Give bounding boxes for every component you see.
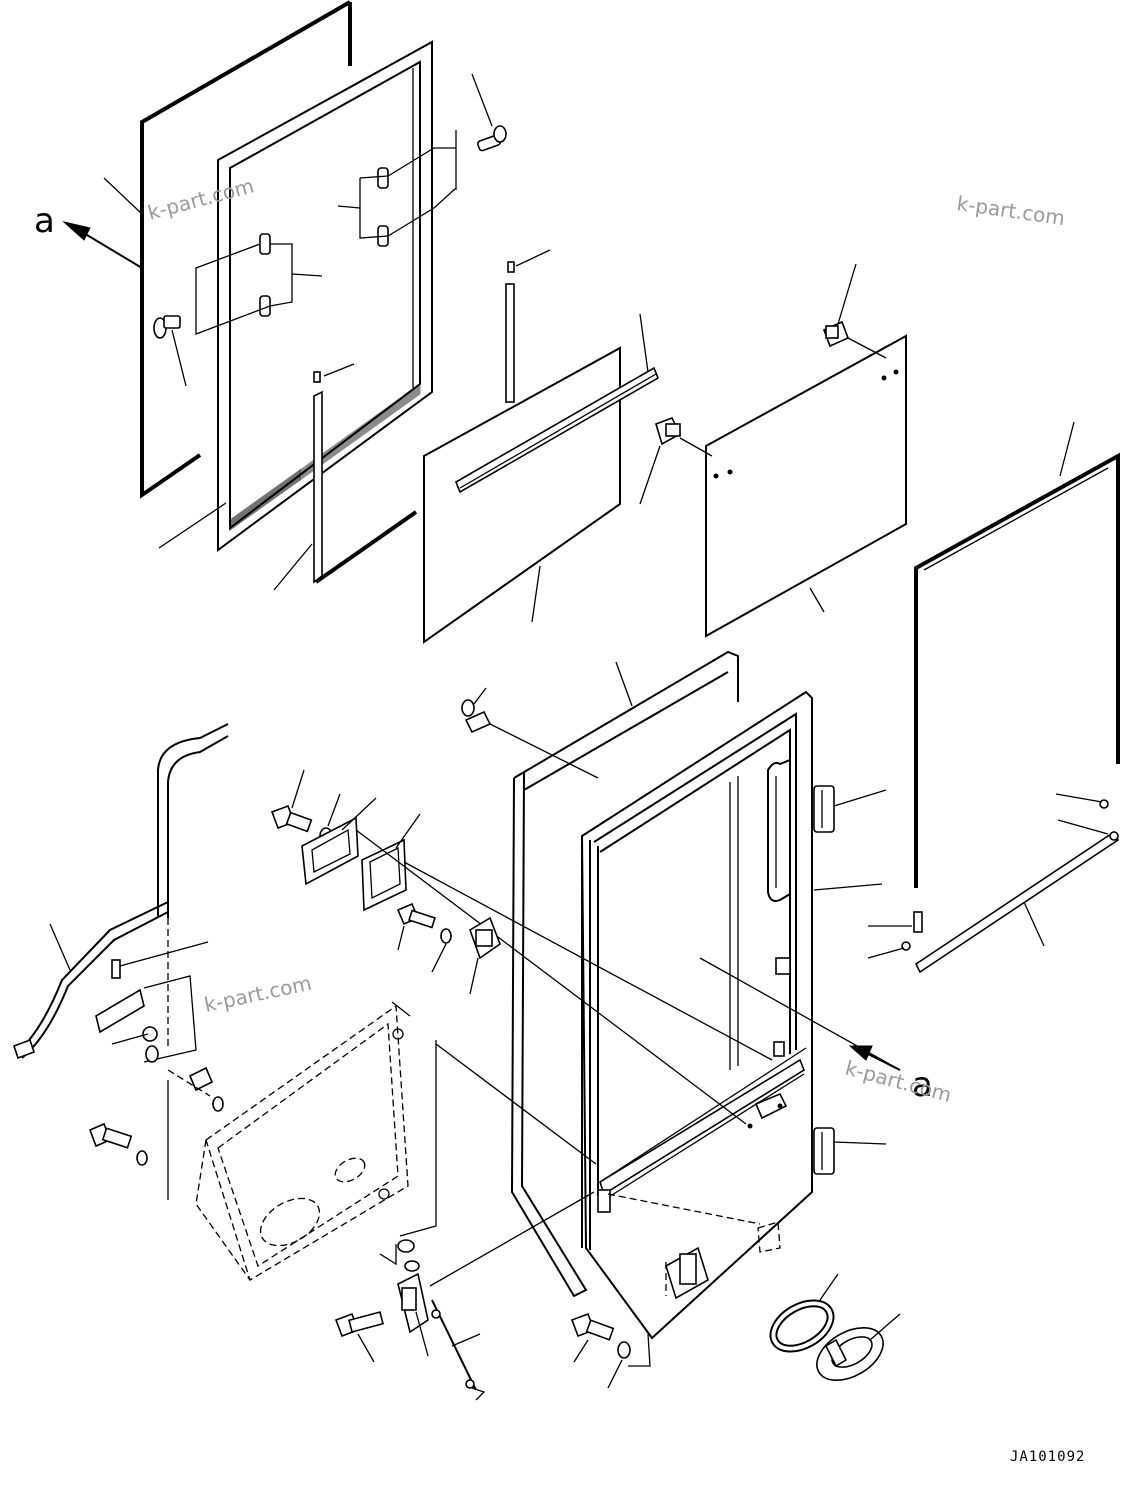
gasket-plate — [301, 797, 377, 886]
sliding-glass-panel — [423, 313, 660, 644]
frame-screw-top — [471, 73, 507, 152]
view-arrow-a-bottom — [848, 1045, 901, 1071]
door-bolt-bottom — [570, 1312, 651, 1389]
view-line — [429, 1191, 595, 1287]
door-latch-striker — [747, 1092, 788, 1129]
bottom-seal-strip — [914, 830, 1120, 974]
view-line — [435, 1043, 597, 1165]
view-line — [403, 861, 773, 1061]
striker-plate — [361, 813, 421, 912]
vertical-seal-strip — [505, 249, 551, 403]
door-stopper-rubber — [469, 916, 501, 995]
leader — [103, 177, 143, 215]
watermark: k-part.com — [955, 191, 1066, 230]
frame-screw-left — [153, 315, 187, 387]
door-lock-mechanism — [379, 1239, 429, 1357]
view-ref-label-bottom: a — [912, 1065, 933, 1105]
outside-handle-gasket — [769, 1273, 839, 1353]
door-grab-handle — [767, 758, 791, 902]
watermark: k-part.com — [843, 1056, 954, 1107]
glass-latch — [639, 416, 713, 505]
door-lock-mount-plate — [195, 1001, 411, 1281]
view-line — [399, 1040, 437, 1237]
watermark: k-part.com — [145, 173, 256, 224]
door-lock-bracket — [665, 1246, 709, 1300]
door-stopper — [773, 957, 791, 1057]
small-cap-screw — [461, 687, 599, 779]
view-ref-label-top: a — [34, 201, 55, 241]
lower-bracket-hardware — [88, 1066, 224, 1200]
rod-bracket — [95, 941, 209, 1063]
leader — [813, 883, 883, 891]
bolt-with-washer-mid — [396, 902, 452, 973]
glass-seal-small — [273, 363, 418, 591]
frame-clips — [195, 130, 457, 335]
door-bottom-clip — [597, 1189, 781, 1253]
door-panel — [580, 690, 813, 1340]
leader — [158, 502, 227, 549]
top-glass-clip — [822, 263, 887, 359]
door-rod-assembly — [12, 723, 229, 1060]
hinge-upper — [813, 785, 887, 833]
watermark: k-part.com — [202, 971, 314, 1017]
window-frame — [217, 40, 433, 552]
drawing-number: JA101092 — [1010, 1449, 1085, 1465]
view-arrow-a-top — [62, 221, 143, 269]
outside-door-handle — [816, 1313, 901, 1382]
lock-rod — [431, 1299, 486, 1401]
lock-bolt — [334, 1311, 384, 1363]
view-line — [355, 829, 747, 1125]
window-seal-outer — [140, 0, 352, 499]
fixed-glass-panel — [705, 334, 907, 638]
door-weatherstrip — [510, 650, 739, 1298]
door-rear-seal — [914, 421, 1120, 888]
seal-pins — [867, 793, 1119, 959]
hinge-lower — [813, 1127, 887, 1175]
